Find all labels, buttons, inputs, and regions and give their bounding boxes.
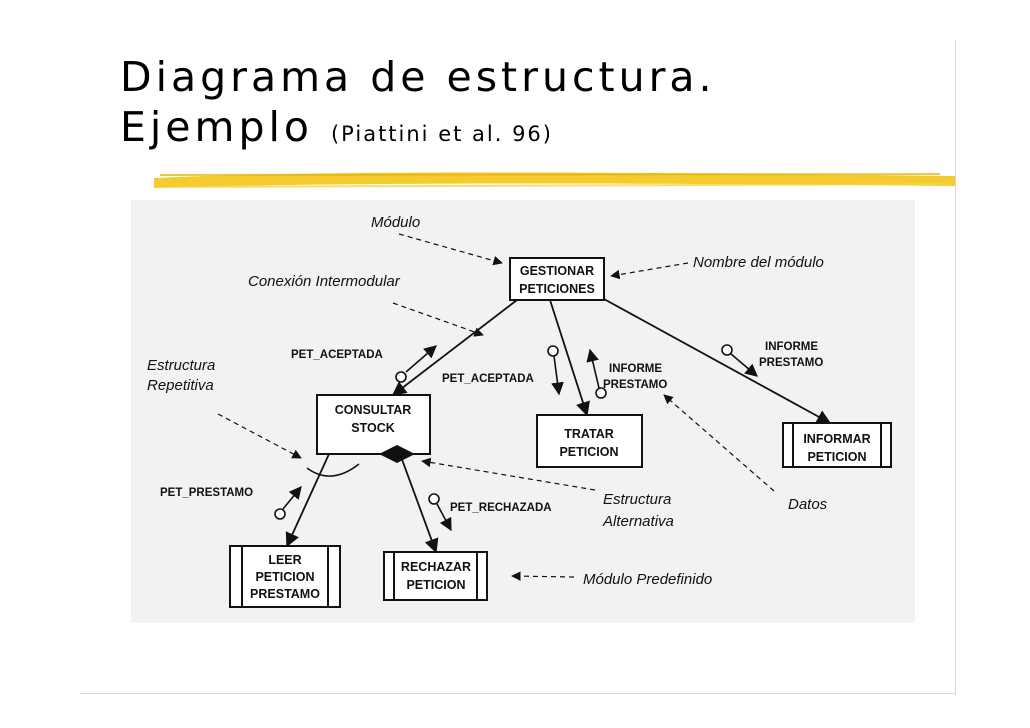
couple-tratar-up-circle — [595, 387, 607, 399]
couple-tratar-down-arrow — [551, 355, 564, 396]
slide-bottom-rule — [80, 693, 955, 694]
module-leer-line3: PRESTAMO — [250, 587, 320, 601]
couple-tratar-up-arrow — [586, 348, 600, 389]
module-informar-line2: PETICION — [807, 450, 866, 464]
flow-label-pet-aceptada-1: PET_ACEPTADA — [291, 349, 383, 361]
annotation-estructura-alternativa-line2: Alternativa — [602, 513, 674, 530]
call-consultar-leer — [285, 453, 330, 548]
couple-pet-rechazada-circle — [428, 493, 440, 505]
couple-pet-aceptada-circle — [395, 371, 407, 383]
module-informar-peticion: INFORMAR PETICION — [782, 422, 892, 468]
call-gestionar-consultar — [391, 299, 518, 396]
annotation-datos: Datos — [788, 496, 828, 513]
flow-label-informe-2-line1: INFORME — [765, 341, 818, 353]
annotation-nombre-modulo: Nombre del módulo — [693, 254, 824, 271]
call-consultar-rechazar — [399, 453, 439, 554]
flow-label-informe-1-line1: INFORME — [609, 363, 662, 375]
title-example: Ejemplo — [120, 103, 313, 151]
repetitive-arc-symbol — [306, 463, 360, 477]
module-informar-line1: INFORMAR — [803, 432, 870, 446]
module-consultar-line2: STOCK — [351, 421, 395, 435]
module-gestionar-peticiones: GESTIONAR PETICIONES — [509, 257, 605, 301]
alternative-diamond-symbol — [379, 445, 415, 463]
title-line-1: Diagrama de estructura. — [120, 53, 716, 101]
pointer-conexion — [392, 302, 484, 337]
diagram-panel: GESTIONAR PETICIONES CONSULTAR STOCK TRA… — [131, 200, 915, 623]
citation: (Piattini et al. 96) — [330, 122, 553, 146]
module-consultar-stock: CONSULTAR STOCK — [316, 394, 431, 455]
module-consultar-line1: CONSULTAR — [335, 403, 412, 417]
call-gestionar-tratar — [549, 299, 590, 417]
flow-label-pet-prestamo: PET_PRESTAMO — [160, 487, 253, 499]
flow-label-pet-aceptada-2: PET_ACEPTADA — [442, 373, 534, 385]
slide-title: Diagrama de estructura. Ejemplo (Piattini… — [120, 52, 716, 159]
module-leer-line2: PETICION — [255, 570, 314, 584]
couple-pet-aceptada-arrow — [405, 345, 437, 373]
flow-label-pet-rechazada: PET_RECHAZADA — [450, 502, 552, 514]
module-tratar-line2: PETICION — [559, 445, 618, 459]
pointer-datos — [663, 394, 775, 492]
annotation-estructura-alternativa-line1: Estructura — [603, 491, 671, 508]
flow-label-informe-1-line2: PRESTAMO — [603, 379, 667, 391]
yellow-highlight-stroke — [154, 172, 956, 188]
slide-right-rule — [955, 40, 956, 695]
annotation-modulo-predefinido: Módulo Predefinido — [583, 571, 712, 588]
module-leer-line1: LEER — [268, 553, 301, 567]
pointer-modulo-predefinido — [511, 571, 575, 581]
annotation-estructura-repetitiva-line1: Estructura — [147, 357, 215, 374]
couple-pet-prestamo-arrow — [282, 486, 302, 510]
couple-informar-arrow — [730, 353, 758, 377]
couple-informar-circle — [721, 344, 733, 356]
module-rechazar-peticion: RECHAZAR PETICION — [383, 551, 488, 601]
structure-diagram: GESTIONAR PETICIONES CONSULTAR STOCK TRA… — [147, 214, 892, 608]
flow-label-informe-2-line2: PRESTAMO — [759, 357, 823, 369]
couple-pet-rechazada-arrow — [436, 503, 452, 532]
title-line-2: Ejemplo (Piattini et al. 96) — [120, 102, 716, 159]
annotation-modulo: Módulo — [371, 214, 420, 231]
pointer-modulo — [398, 233, 503, 266]
annotation-pointers — [217, 233, 775, 581]
module-rechazar-line2: PETICION — [406, 578, 465, 592]
module-tratar-peticion: TRATAR PETICION — [536, 414, 643, 468]
annotation-estructura-repetitiva-line2: Repetitiva — [147, 377, 214, 394]
couple-tratar-down-circle — [547, 345, 559, 357]
module-gestionar-line2: PETICIONES — [519, 282, 595, 296]
annotation-conexion-intermodular: Conexión Intermodular — [248, 273, 401, 290]
pointer-estructura-repetitiva — [217, 413, 302, 459]
call-gestionar-informar — [603, 298, 832, 424]
module-gestionar-line1: GESTIONAR — [520, 264, 594, 278]
module-rechazar-line1: RECHAZAR — [401, 560, 471, 574]
couple-pet-prestamo-circle — [274, 508, 286, 520]
pointer-estructura-alternativa — [421, 457, 596, 491]
call-connections — [285, 298, 832, 554]
pointer-nombre-modulo — [610, 262, 689, 280]
module-leer-peticion-prestamo: LEER PETICION PRESTAMO — [229, 545, 341, 608]
data-couples — [274, 344, 758, 532]
module-tratar-line1: TRATAR — [564, 427, 614, 441]
